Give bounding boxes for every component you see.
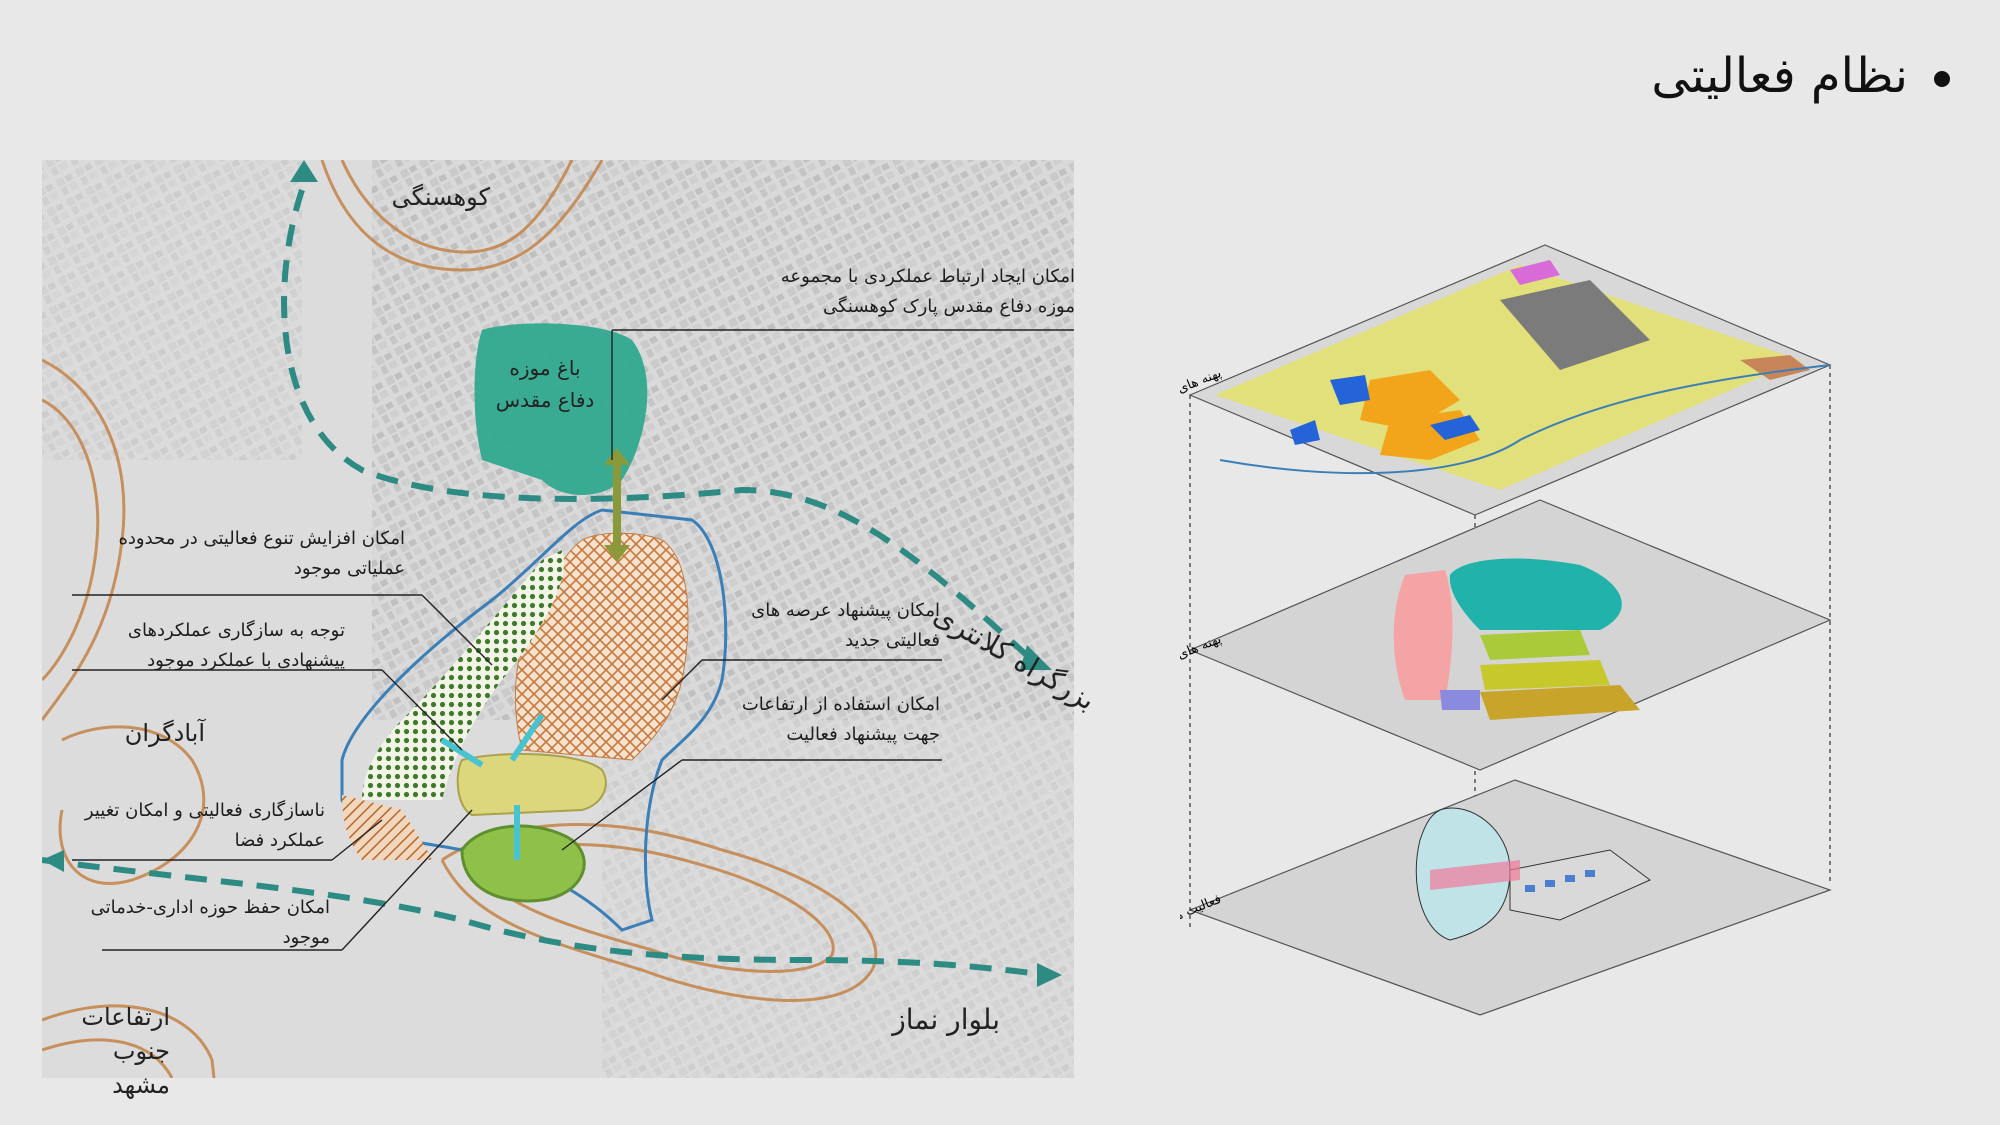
- label-abadgaran: آبادگران: [124, 719, 205, 747]
- urban-fabric-west: [42, 160, 302, 460]
- zone-admin-services: [456, 753, 607, 817]
- road-arrow-southeast: [1037, 963, 1062, 987]
- roads: [42, 189, 1048, 978]
- road-arrow-west: [42, 850, 64, 872]
- museum-garden-zone: [474, 323, 648, 495]
- zone-incompatible: [342, 795, 432, 860]
- label-kuhsangi: کوهسنگی: [391, 183, 490, 211]
- road-arrow-east: [1020, 645, 1052, 670]
- note-use-heights: امکان استفاده از ارتفاعات جهت پیشنهاد فع…: [741, 694, 940, 745]
- layer-bottom: [1188, 779, 1832, 1016]
- layer-middle-title: پهنه های کلان فعالیتی داخل سایت: [1180, 632, 1224, 715]
- connection-arrows: [440, 448, 630, 860]
- layer-top: [1188, 244, 1832, 516]
- road-kalantari: [281, 189, 1035, 663]
- page-title-text: نظام فعالیتی: [1651, 48, 1908, 104]
- note-compatibility: توجه به سازگاری عملکردهای پیشنهادی با عم…: [127, 620, 345, 671]
- zone-heights: [460, 824, 586, 903]
- contour-lines: [42, 160, 878, 1078]
- label-road-namaz: بلوار نماز: [892, 1003, 1000, 1036]
- zone-green-dotted: [362, 550, 564, 800]
- leader-lines: [72, 329, 1074, 951]
- label-south-heights: ارتفاعات جنوب مشهد: [81, 1003, 170, 1099]
- layer-bottom-title: فعالیت های موجود در سایت: [1180, 892, 1223, 963]
- note-new-activity-areas: امکان پیشنهاد عرصه های فعالیتی جدید: [751, 600, 940, 651]
- note-incompatible-activity: ناسازگاری فعالیتی و امکان تغییر عملکرد ف…: [84, 800, 325, 851]
- layer-middle: [1188, 499, 1832, 771]
- note-museum-connection: امکان ایجاد ارتباط عملکردی با مجموعه موز…: [780, 266, 1075, 317]
- road-arrow-north: [290, 160, 318, 182]
- layer-stack: پهنه های فعالیتی تاثیر گذار پهنه های کلا…: [1180, 244, 1832, 1016]
- note-activity-diversity: امکان افزایش تنوع فعالیتی در محدوده عملی…: [118, 528, 405, 579]
- site-map: [42, 160, 1074, 1078]
- label-museum-garden: باغ موزه دفاع مقدس: [495, 356, 595, 412]
- note-admin-services: امکان حفظ حوزه اداری-خدماتی موجود: [90, 897, 330, 948]
- road-namaz: [42, 857, 1048, 978]
- bullet-icon: [1934, 71, 1950, 87]
- page-title: نظام فعالیتی: [1651, 48, 1950, 104]
